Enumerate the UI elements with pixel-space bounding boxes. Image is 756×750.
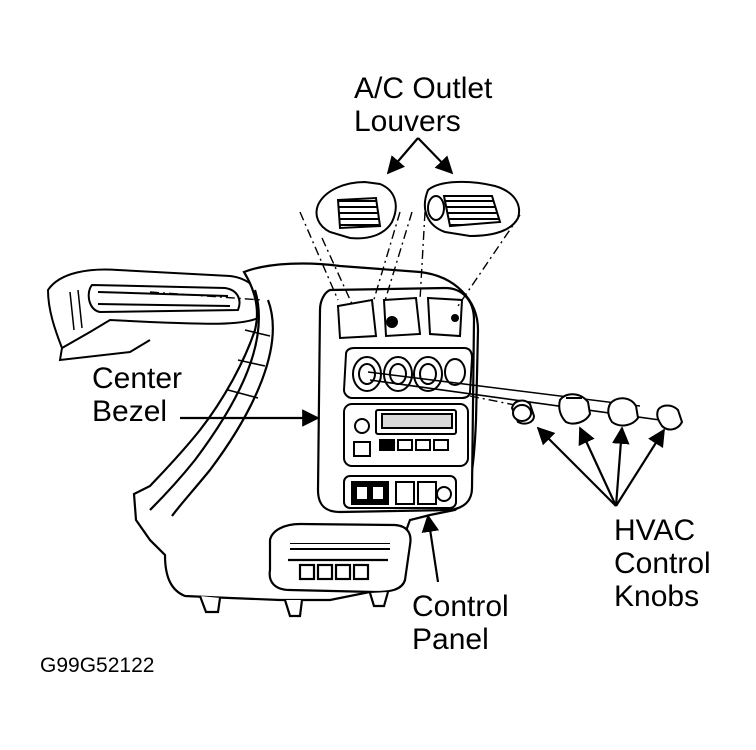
label-ac-outlet-louvers: A/C Outlet Louvers (354, 72, 493, 138)
ac-outlet-louver-right (423, 180, 520, 238)
hvac-knob-2 (558, 393, 592, 425)
louver-openings (336, 296, 464, 340)
hvac-knob-3 (607, 397, 640, 427)
radio-unit (343, 403, 469, 467)
hvac-control-knobs-group (510, 393, 684, 431)
label-hvac-control-knobs: HVAC Control Knobs (614, 514, 711, 613)
label-center-bezel: Center Bezel (92, 362, 183, 428)
ac-outlet-louver-left (315, 180, 397, 240)
label-control-panel: Control Panel (412, 590, 509, 656)
hvac-knob-1 (510, 399, 536, 425)
hvac-control-area (342, 347, 474, 399)
side-air-duct (46, 268, 264, 362)
figure-code: G99G52122 (40, 654, 155, 677)
alignment-lines (149, 211, 521, 407)
hvac-knob-4 (656, 404, 684, 431)
leader-arrows (180, 137, 665, 583)
control-panel-switches (343, 475, 457, 509)
